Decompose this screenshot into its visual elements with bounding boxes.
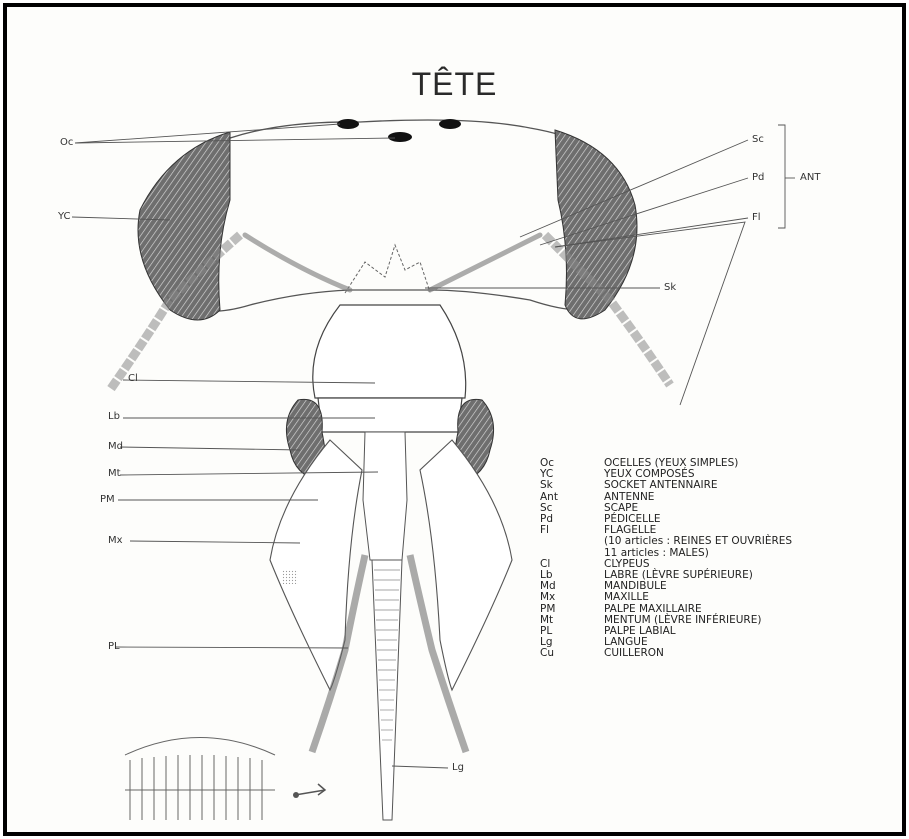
legend-abbr bbox=[540, 536, 604, 547]
left-antenna-scape bbox=[245, 235, 350, 290]
label-lb: Lb bbox=[108, 411, 120, 422]
label-pm: PM bbox=[100, 494, 115, 505]
label-yc: YC bbox=[58, 211, 71, 222]
left-maxilla bbox=[270, 440, 362, 690]
diagram-title: TÊTE bbox=[0, 66, 909, 103]
label-fl: Fl bbox=[752, 212, 761, 223]
head-capsule bbox=[170, 120, 620, 311]
legend-abbr: Sk bbox=[540, 480, 604, 491]
label-cl: Cl bbox=[128, 373, 138, 384]
right-antenna-scape bbox=[430, 235, 540, 290]
labrum bbox=[318, 398, 462, 432]
legend-row: 11 articles : MALES) bbox=[540, 548, 792, 559]
legend-abbr: Fl bbox=[540, 525, 604, 536]
legend-text: SOCKET ANTENNAIRE bbox=[604, 480, 718, 491]
label-mx: Mx bbox=[108, 535, 123, 546]
legend-abbr: Cu bbox=[540, 648, 604, 659]
legend-abbr: Mx bbox=[540, 592, 604, 603]
label-pd: Pd bbox=[752, 172, 764, 183]
label-oc: Oc bbox=[60, 137, 73, 148]
label-pl: PL bbox=[108, 641, 120, 652]
legend-text: (10 articles : REINES ET OUVRIÈRES bbox=[604, 536, 792, 547]
legend-abbr: Pd bbox=[540, 514, 604, 525]
ocellus-right bbox=[439, 119, 461, 129]
inset-arrow-icon bbox=[295, 784, 325, 795]
legend-row: (10 articles : REINES ET OUVRIÈRES bbox=[540, 536, 792, 547]
label-sk: Sk bbox=[664, 282, 676, 293]
legend-text: MAXILLE bbox=[604, 592, 649, 603]
antennal-sockets bbox=[345, 245, 430, 293]
label-ant: ANT bbox=[800, 172, 820, 183]
ocellus-left bbox=[337, 119, 359, 129]
label-md: Md bbox=[108, 441, 123, 452]
legend-text: CUILLERON bbox=[604, 648, 664, 659]
maxilla-dotted-patch bbox=[282, 570, 298, 584]
mentum bbox=[363, 432, 407, 560]
clypeus bbox=[313, 305, 466, 398]
label-mt: Mt bbox=[108, 468, 121, 479]
ocellus-center bbox=[388, 132, 412, 142]
label-lg: Lg bbox=[452, 762, 464, 773]
cuilleron-detail-inset bbox=[125, 738, 275, 821]
label-sc: Sc bbox=[752, 134, 764, 145]
